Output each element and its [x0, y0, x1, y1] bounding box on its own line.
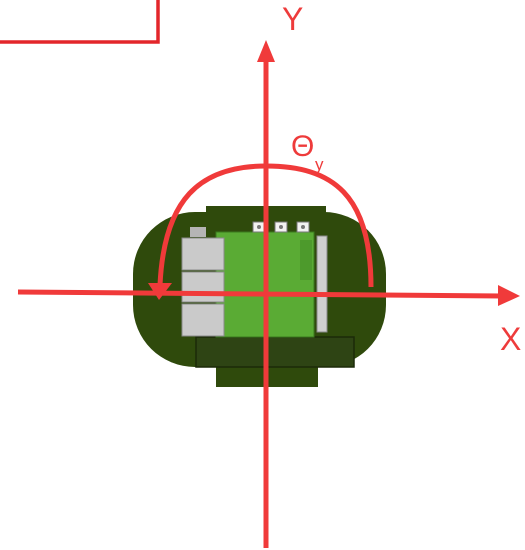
x-axis-arrowhead: [498, 285, 520, 306]
x-axis-label: X: [500, 321, 521, 357]
y-axis-label: Y: [282, 1, 303, 37]
circuit-chip: [300, 240, 312, 280]
robot-lower-plate: [196, 337, 354, 367]
theta-label: Θ: [291, 130, 314, 163]
y-axis-arrowhead: [257, 40, 275, 62]
red-frame-box: [0, 0, 158, 42]
x-axis-line: [18, 292, 502, 296]
side-connector: [317, 236, 327, 332]
theta-subscript: y: [315, 155, 324, 174]
top-connectors: [253, 222, 309, 232]
usb-ports: [182, 227, 224, 336]
